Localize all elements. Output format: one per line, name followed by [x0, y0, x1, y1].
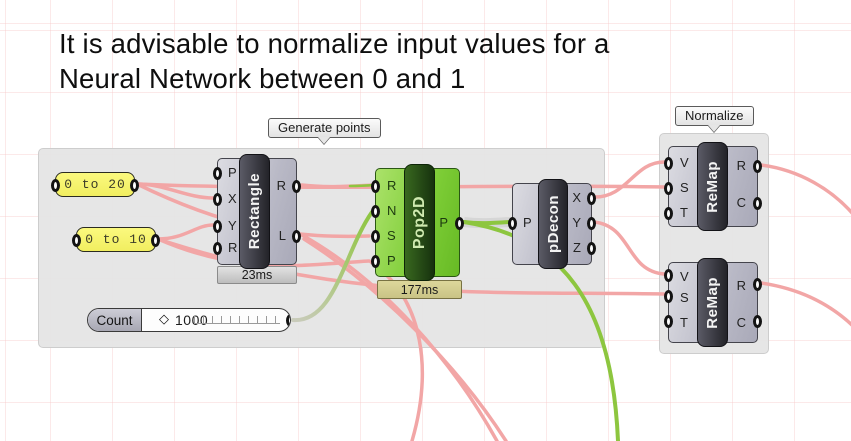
pdecon-name: pDecon: [544, 194, 562, 253]
remaptop-port-out-c[interactable]: [753, 197, 762, 210]
remaptop-input-label-s: S: [680, 180, 689, 195]
remapbottom-port-out-r[interactable]: [753, 278, 762, 291]
count-slider-label: Count: [88, 309, 142, 331]
component-pop2d[interactable]: R N S P P Pop2D: [371, 164, 464, 281]
remapbottom-output-label-r: R: [736, 278, 746, 293]
rectangle-port-out-r[interactable]: [292, 180, 301, 193]
pdecon-port-in-p[interactable]: [508, 217, 517, 230]
pdecon-output-label-x: X: [572, 190, 581, 205]
remaptop-output-label-r: R: [736, 158, 746, 173]
remaptop-input-label-t: T: [680, 205, 688, 220]
panel-domain-0-20-input-port[interactable]: [51, 179, 60, 192]
remaptop-port-in-s[interactable]: [664, 182, 673, 195]
remapbottom-input-label-s: S: [680, 290, 689, 305]
wire-pdecon-y-to-remapbottom-v[interactable]: [592, 220, 666, 276]
pop2d-port-out-p[interactable]: [455, 217, 464, 230]
rectangle-port-in-p[interactable]: [213, 167, 222, 180]
pdecon-output-label-y: Y: [572, 215, 581, 230]
wire-count-to-pop2d-n[interactable]: [291, 210, 374, 323]
title-line-1: It is advisable to normalize input value…: [59, 28, 610, 59]
pdecon-name-capsule[interactable]: pDecon: [538, 179, 568, 269]
rectangle-output-label-l: L: [278, 228, 286, 243]
title-line-2: Neural Network between 0 and 1: [59, 63, 466, 94]
panel-domain-0-10-text: 0 to 10: [85, 232, 147, 247]
rectangle-input-label-y: Y: [228, 218, 237, 233]
wire-pdecon-x-to-remaptop-v[interactable]: [592, 160, 666, 199]
panel-domain-0-20-text: 0 to 20: [64, 177, 126, 192]
remapbottom-input-label-t: T: [680, 315, 688, 330]
pop2d-name: Pop2D: [410, 195, 428, 250]
wire-rectangle-l-down-1[interactable]: [300, 233, 499, 441]
count-slider[interactable]: Count ◇ 1000: [87, 308, 291, 332]
count-slider-output-port[interactable]: [286, 314, 290, 327]
remapbottom-name: ReMap: [704, 276, 721, 329]
component-rectangle[interactable]: P X Y R R L Rectangle: [213, 154, 301, 269]
remaptop-port-in-v[interactable]: [664, 157, 673, 170]
slider-grip-icon[interactable]: ◇: [159, 311, 169, 326]
pop2d-port-in-s[interactable]: [371, 230, 380, 243]
rectangle-port-in-x[interactable]: [213, 193, 222, 206]
remapbottom-output-label-c: C: [736, 315, 746, 330]
pop2d-runtime-tag: 177ms: [377, 275, 462, 299]
rectangle-input-label-r: R: [228, 240, 238, 255]
pop2d-input-label-s: S: [387, 228, 396, 243]
rectangle-runtime: 23ms: [241, 268, 273, 282]
pop2d-input-label-p: P: [387, 253, 396, 268]
wire-remapbottom-r-out[interactable]: [759, 281, 851, 327]
remaptop-input-label-v: V: [680, 155, 689, 170]
remaptop-output-label-c: C: [736, 195, 746, 210]
wire-domainy-to-rectangle-y[interactable]: [156, 223, 215, 241]
component-pdecon[interactable]: P X Y Z pDecon: [508, 179, 596, 269]
panel-domain-0-20-output-port[interactable]: [130, 179, 139, 192]
remaptop-name-capsule[interactable]: ReMap: [697, 142, 728, 231]
wire-remaptop-r-out[interactable]: [759, 163, 851, 215]
pop2d-port-in-n[interactable]: [371, 205, 380, 218]
pdecon-port-out-y[interactable]: [587, 217, 596, 230]
group-label-generate-points[interactable]: Generate points: [268, 118, 381, 138]
panel-domain-0-10-input-port[interactable]: [72, 234, 81, 247]
pdecon-port-out-z[interactable]: [587, 242, 596, 255]
remapbottom-port-in-t[interactable]: [664, 315, 673, 328]
rectangle-output-label-r: R: [276, 178, 286, 193]
rectangle-port-out-l[interactable]: [292, 230, 301, 243]
remapbottom-port-out-c[interactable]: [753, 315, 762, 328]
wire-pop2d-p-down[interactable]: [462, 220, 620, 441]
rectangle-name-capsule[interactable]: Rectangle: [239, 154, 270, 269]
group-label-normalize[interactable]: Normalize: [675, 106, 754, 126]
component-remap-top[interactable]: V S T R C ReMap: [664, 142, 762, 231]
remapbottom-name-capsule[interactable]: ReMap: [697, 258, 728, 347]
rectangle-port-in-y[interactable]: [213, 220, 222, 233]
rectangle-port-in-r[interactable]: [213, 242, 222, 255]
remapbottom-port-in-v[interactable]: [664, 269, 673, 282]
remaptop-port-out-r[interactable]: [753, 160, 762, 173]
pop2d-port-in-r[interactable]: [371, 180, 380, 193]
count-slider-track[interactable]: ◇ 1000: [142, 309, 290, 331]
remaptop-port-in-t[interactable]: [664, 207, 673, 220]
rectangle-input-label-x: X: [228, 191, 237, 206]
remapbottom-port-in-s[interactable]: [664, 290, 673, 303]
panel-domain-0-20[interactable]: 0 to 20: [51, 172, 139, 197]
pop2d-output-label-p: P: [439, 215, 448, 230]
wire-pop2d-p-from-below[interactable]: [369, 260, 425, 441]
remapbottom-input-label-v: V: [680, 269, 689, 284]
panel-domain-0-10-output-port[interactable]: [151, 234, 160, 247]
pop2d-input-label-r: R: [387, 178, 397, 193]
pop2d-name-capsule[interactable]: Pop2D: [404, 164, 435, 281]
remaptop-name: ReMap: [704, 160, 721, 213]
pop2d-port-in-p[interactable]: [371, 255, 380, 268]
pop2d-runtime: 177ms: [400, 283, 439, 297]
canvas-title-text: It is advisable to normalize input value…: [59, 26, 610, 96]
pop2d-input-label-n: N: [387, 203, 397, 218]
rectangle-name: Rectangle: [246, 173, 263, 250]
pdecon-output-label-z: Z: [573, 240, 581, 255]
rectangle-input-label-p: P: [228, 165, 237, 180]
pdecon-input-label-p: P: [523, 215, 532, 230]
panel-domain-0-10[interactable]: 0 to 10: [72, 227, 160, 252]
slider-tick-marks: [194, 316, 280, 324]
component-remap-bottom[interactable]: V S T R C ReMap: [664, 258, 762, 347]
pdecon-port-out-x[interactable]: [587, 192, 596, 205]
